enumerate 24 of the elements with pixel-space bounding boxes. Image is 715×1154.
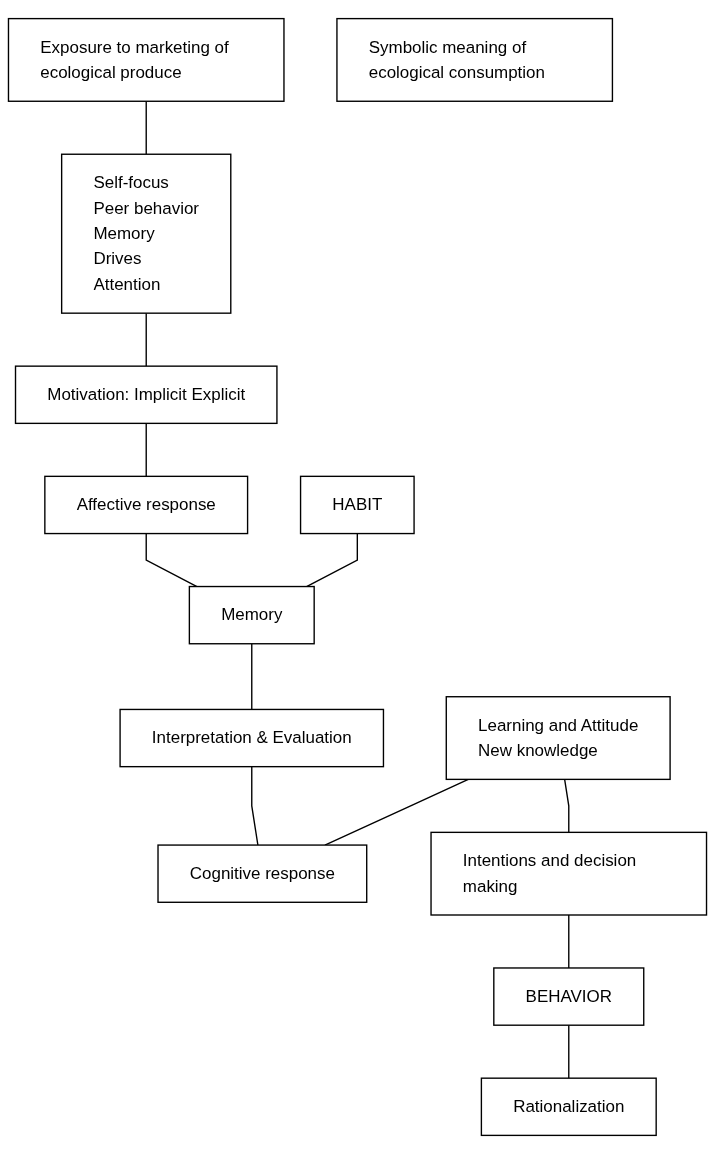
node-box: Rationalization xyxy=(480,1077,657,1137)
node-box: BEHAVIOR xyxy=(493,967,645,1026)
connector xyxy=(145,532,198,588)
node-box: Motivation: Implicit Explicit xyxy=(14,365,278,425)
node-box: Intentions and decision making xyxy=(430,831,708,916)
node-box: Affective response xyxy=(44,475,249,535)
node-box: Memory xyxy=(188,585,315,645)
connector xyxy=(568,1024,570,1079)
connector xyxy=(568,914,570,969)
node-box: Cognitive response xyxy=(157,844,368,903)
connector xyxy=(145,100,147,155)
connector xyxy=(145,312,147,367)
connector xyxy=(563,778,570,834)
node-box: Symbolic meaning of ecological consumption xyxy=(336,17,614,102)
node-box: Interpretation & Evaluation xyxy=(119,708,385,768)
connector xyxy=(251,643,253,711)
node-box: Self-focus Peer behavior Memory Drives Attention xyxy=(60,153,232,314)
connector xyxy=(145,422,147,478)
connector xyxy=(305,532,358,588)
connector xyxy=(251,765,259,846)
node-box: Exposure to marketing of ecological produce xyxy=(7,17,285,102)
connector xyxy=(324,778,469,846)
node-box: HABIT xyxy=(299,475,415,535)
node-box: Learning and Attitude New knowledge xyxy=(445,696,671,781)
